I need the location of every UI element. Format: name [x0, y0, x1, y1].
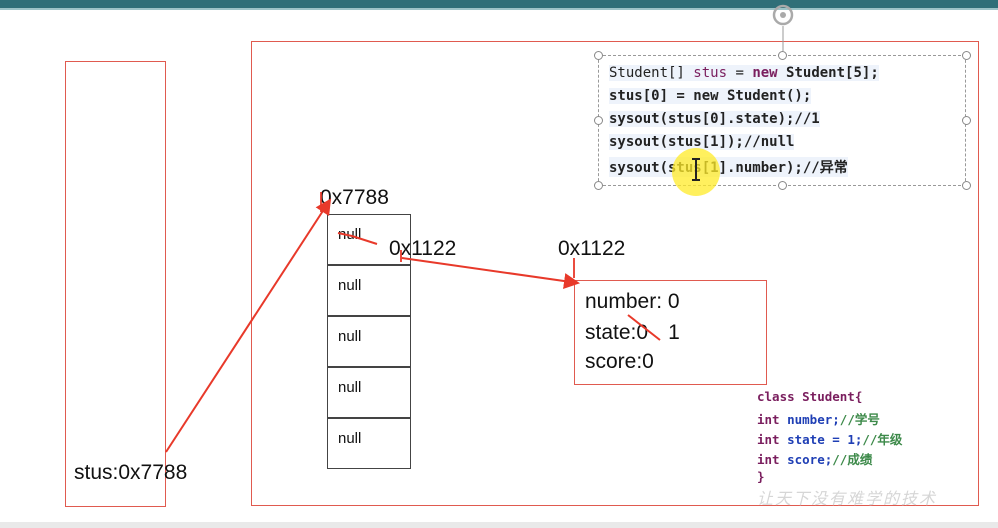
class-field-number-name: number; — [787, 412, 840, 427]
class-field-state-type: int — [757, 432, 788, 447]
code-line-1-keyword: new — [752, 65, 778, 81]
code-line-2: stus[0] = new Student(); — [609, 88, 812, 104]
resize-handle-sw[interactable] — [594, 181, 603, 190]
element-reference-label: 0x1122 — [389, 237, 457, 260]
class-field-score-name: score; — [787, 452, 833, 467]
field-state-label: state: — [585, 321, 637, 344]
array-cell-2-value: null — [338, 328, 362, 345]
class-field-number: int number;//学号 — [757, 409, 880, 428]
resize-handle-n[interactable] — [778, 51, 787, 60]
stack-to-array-arrow — [165, 198, 332, 453]
code-line-1-var: stus — [693, 65, 728, 81]
stack-region — [65, 61, 166, 507]
array-cell-1-value: null — [338, 277, 362, 294]
class-close: } — [757, 469, 765, 484]
top-bar-accent — [0, 8, 998, 10]
array-address-label: 0x7788 — [320, 186, 389, 209]
field-number: number: 0 — [585, 290, 680, 313]
class-field-state: int state = 1;//年级 — [757, 429, 902, 448]
code-line-1-type: Student[] — [609, 65, 694, 81]
resize-handle-ne[interactable] — [962, 51, 971, 60]
array-cell-4-value: null — [338, 430, 362, 447]
class-close-text: } — [757, 469, 765, 484]
array-cell-3: null — [327, 367, 411, 418]
state-zero-strikethrough — [627, 314, 661, 341]
class-header: class Student{ — [757, 389, 862, 404]
class-field-score-comment: //成绩 — [832, 452, 873, 467]
field-state-old-value: 0 — [636, 321, 649, 344]
top-bar — [0, 0, 998, 8]
resize-handle-s[interactable] — [778, 181, 787, 190]
resize-handle-e[interactable] — [962, 116, 971, 125]
code-line-3: sysout(stus[0].state);//1 — [609, 111, 820, 127]
class-field-score: int score;//成绩 — [757, 449, 872, 468]
stack-variable-label: stus:0x7788 — [74, 461, 188, 484]
class-header-text: class Student{ — [757, 389, 863, 404]
code-line-1-rest: Student[5]; — [777, 65, 879, 81]
resize-handle-w[interactable] — [594, 116, 603, 125]
resize-handle-nw[interactable] — [594, 51, 603, 60]
code-line-5: sysout(stus[1].number);//异常 — [609, 157, 848, 177]
class-field-number-type: int — [757, 412, 788, 427]
resize-handle-se[interactable] — [962, 181, 971, 190]
bottom-bar — [0, 522, 998, 528]
array-cell-4: null — [327, 418, 411, 469]
array-cell-1: null — [327, 265, 411, 316]
field-score: score:0 — [585, 350, 654, 373]
class-field-state-comment: //年级 — [862, 432, 903, 447]
heap-region — [251, 41, 979, 506]
field-state-new-value: 1 — [668, 321, 680, 344]
code-line-1-assign: = — [727, 65, 753, 81]
class-field-state-name: state = 1; — [787, 432, 863, 447]
array-cell-3-value: null — [338, 379, 362, 396]
null-strikethrough — [337, 232, 378, 245]
text-cursor-icon — [692, 158, 700, 181]
object-address-label: 0x1122 — [558, 237, 626, 260]
class-field-number-comment: //学号 — [839, 412, 880, 427]
code-line-1: Student[] stus = new Student[5]; — [609, 65, 879, 81]
class-field-score-type: int — [757, 452, 788, 467]
array-cell-2: null — [327, 316, 411, 367]
rotate-icon[interactable] — [772, 4, 794, 51]
watermark: 让天下没有难学的技术 — [757, 491, 938, 508]
array-to-object-arrow — [401, 257, 580, 289]
code-line-4: sysout(stus[1]);//null — [609, 134, 795, 150]
array-cell-0: null — [327, 214, 411, 265]
